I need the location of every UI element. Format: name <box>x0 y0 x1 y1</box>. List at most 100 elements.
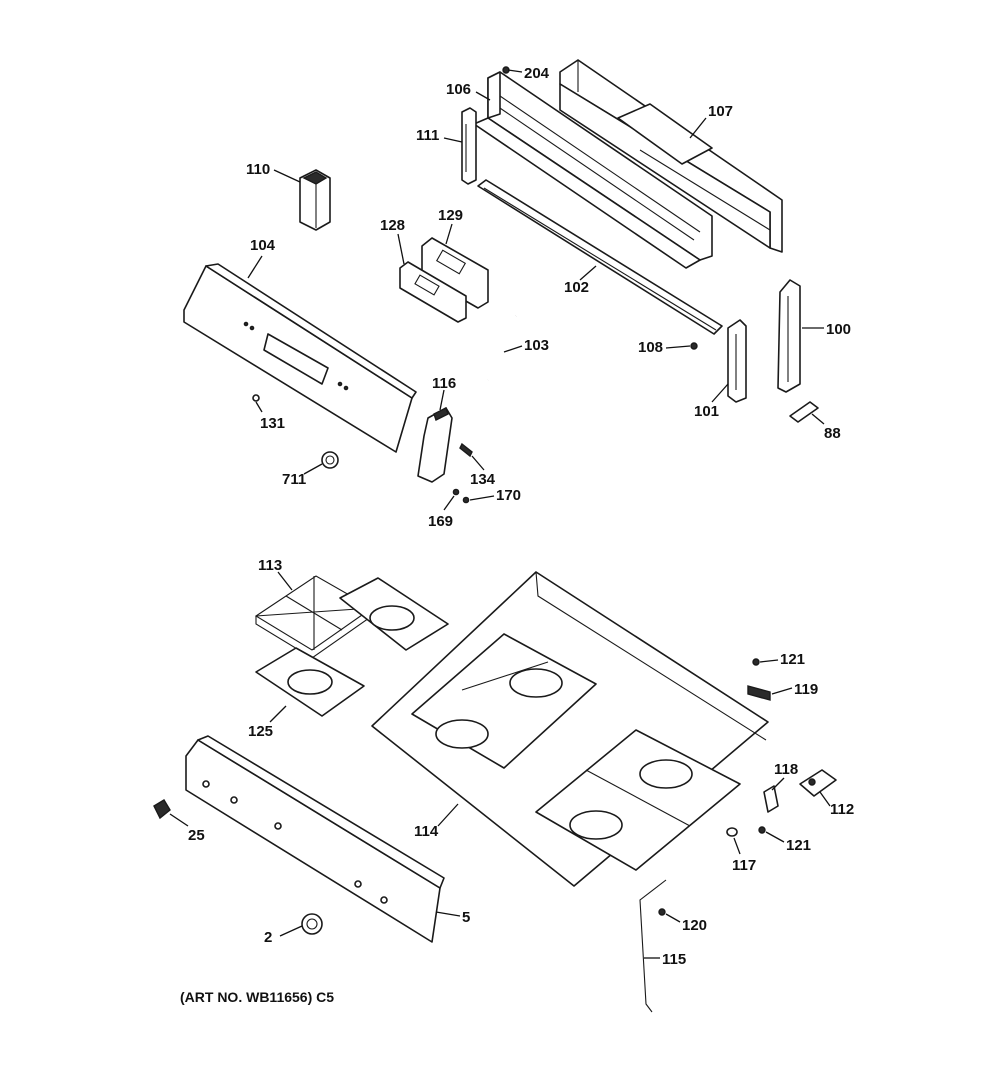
part-112-valve <box>799 769 837 797</box>
part-108-screw <box>690 342 698 350</box>
part-120-clip <box>658 908 666 916</box>
leader-128 <box>397 233 405 265</box>
callout-169: 169 <box>428 513 453 530</box>
art-number: (ART NO. WB11656) C5 <box>180 989 334 1005</box>
leader-103 <box>503 345 523 353</box>
callout-170: 170 <box>496 487 521 504</box>
part-2-knob <box>301 913 323 935</box>
callout-106: 106 <box>446 81 471 98</box>
part-104-control-panel <box>183 263 417 453</box>
part-111-bracket <box>461 107 477 185</box>
part-110-block <box>299 169 331 231</box>
callout-114: 114 <box>414 823 439 840</box>
part-106-backguard <box>473 71 713 269</box>
callout-128: 128 <box>380 217 405 234</box>
callout-110: 110 <box>246 161 270 178</box>
callout-711: 711 <box>282 471 306 488</box>
part-134-screw <box>459 442 473 458</box>
part-107-rear-trim <box>559 59 783 253</box>
part-102-strip <box>477 179 723 335</box>
callout-103: 103 <box>524 337 549 354</box>
callout-112: 112 <box>830 801 854 818</box>
leader-129 <box>445 223 453 245</box>
callout-134: 134 <box>470 471 496 488</box>
leader-108 <box>665 345 691 349</box>
callout-129: 129 <box>438 207 463 224</box>
callout-101: 101 <box>694 403 719 420</box>
leader-121b <box>765 831 785 843</box>
callout-125: 125 <box>248 723 273 740</box>
callout-labels: 204 106 107 111 110 129 128 104 102 103 … <box>188 65 854 968</box>
leader-107 <box>689 117 707 139</box>
leader-121a <box>759 659 779 663</box>
part-113-grate <box>254 575 374 659</box>
callout-25: 25 <box>188 827 205 844</box>
leader-711 <box>303 463 323 475</box>
callout-102: 102 <box>564 279 589 296</box>
leader-5 <box>435 911 461 917</box>
part-121-screw-upper <box>752 658 760 666</box>
leader-104 <box>247 255 263 279</box>
callout-121-lower: 121 <box>786 837 811 854</box>
callout-2: 2 <box>264 929 272 946</box>
leader-170 <box>469 495 495 501</box>
leader-88 <box>811 413 825 425</box>
part-5-manifold-panel <box>185 735 445 943</box>
part-115-rod <box>639 879 667 1013</box>
callout-113: 113 <box>258 557 282 574</box>
part-169-screw <box>452 488 460 496</box>
callout-204: 204 <box>524 65 550 82</box>
callout-119: 119 <box>794 681 818 698</box>
leader-2 <box>279 925 303 937</box>
leader-117 <box>733 837 741 855</box>
leader-134 <box>471 455 485 471</box>
part-117-nut <box>726 827 738 837</box>
leader-169 <box>443 495 455 511</box>
callout-118: 118 <box>774 761 798 778</box>
part-170-screw <box>462 496 470 504</box>
part-101-bracket <box>727 319 747 403</box>
callout-108: 108 <box>638 339 663 356</box>
leader-106 <box>475 91 491 101</box>
callout-131: 131 <box>260 415 285 432</box>
callout-121-upper: 121 <box>780 651 805 668</box>
part-125-burner-pans <box>255 577 449 717</box>
leader-110 <box>273 169 301 183</box>
part-116-endcap <box>417 407 453 483</box>
leader-113 <box>277 571 293 591</box>
part-121-screw-lower <box>758 826 766 834</box>
leader-111 <box>443 137 463 143</box>
leader-25 <box>169 813 189 827</box>
callout-115: 115 <box>662 951 686 968</box>
callout-111: 111 <box>416 127 439 144</box>
leader-101 <box>711 383 729 403</box>
callout-117: 117 <box>732 857 756 874</box>
callout-120: 120 <box>682 917 707 934</box>
callout-5: 5 <box>462 909 470 926</box>
callout-88: 88 <box>824 425 841 442</box>
leader-118 <box>771 777 785 791</box>
part-88-spacer <box>789 401 819 423</box>
callout-107: 107 <box>708 103 733 120</box>
part-25-clip <box>153 799 171 820</box>
part-100-side-trim <box>777 279 801 393</box>
leader-131 <box>255 401 263 413</box>
part-103-tube <box>486 314 518 381</box>
leader-125 <box>269 705 287 723</box>
leader-lines <box>169 69 831 959</box>
leader-204 <box>507 69 523 73</box>
part-128-overlay <box>399 261 467 323</box>
callout-104: 104 <box>250 237 276 254</box>
leader-114 <box>437 803 459 827</box>
leader-102 <box>579 265 597 281</box>
leader-116 <box>439 389 445 411</box>
leader-120 <box>665 913 681 923</box>
leader-119 <box>771 687 793 695</box>
part-119-bracket <box>747 685 771 701</box>
callout-116: 116 <box>432 375 456 392</box>
part-711-knob <box>321 451 339 469</box>
part-131-button <box>252 394 260 402</box>
part-118-bracket <box>763 785 779 813</box>
